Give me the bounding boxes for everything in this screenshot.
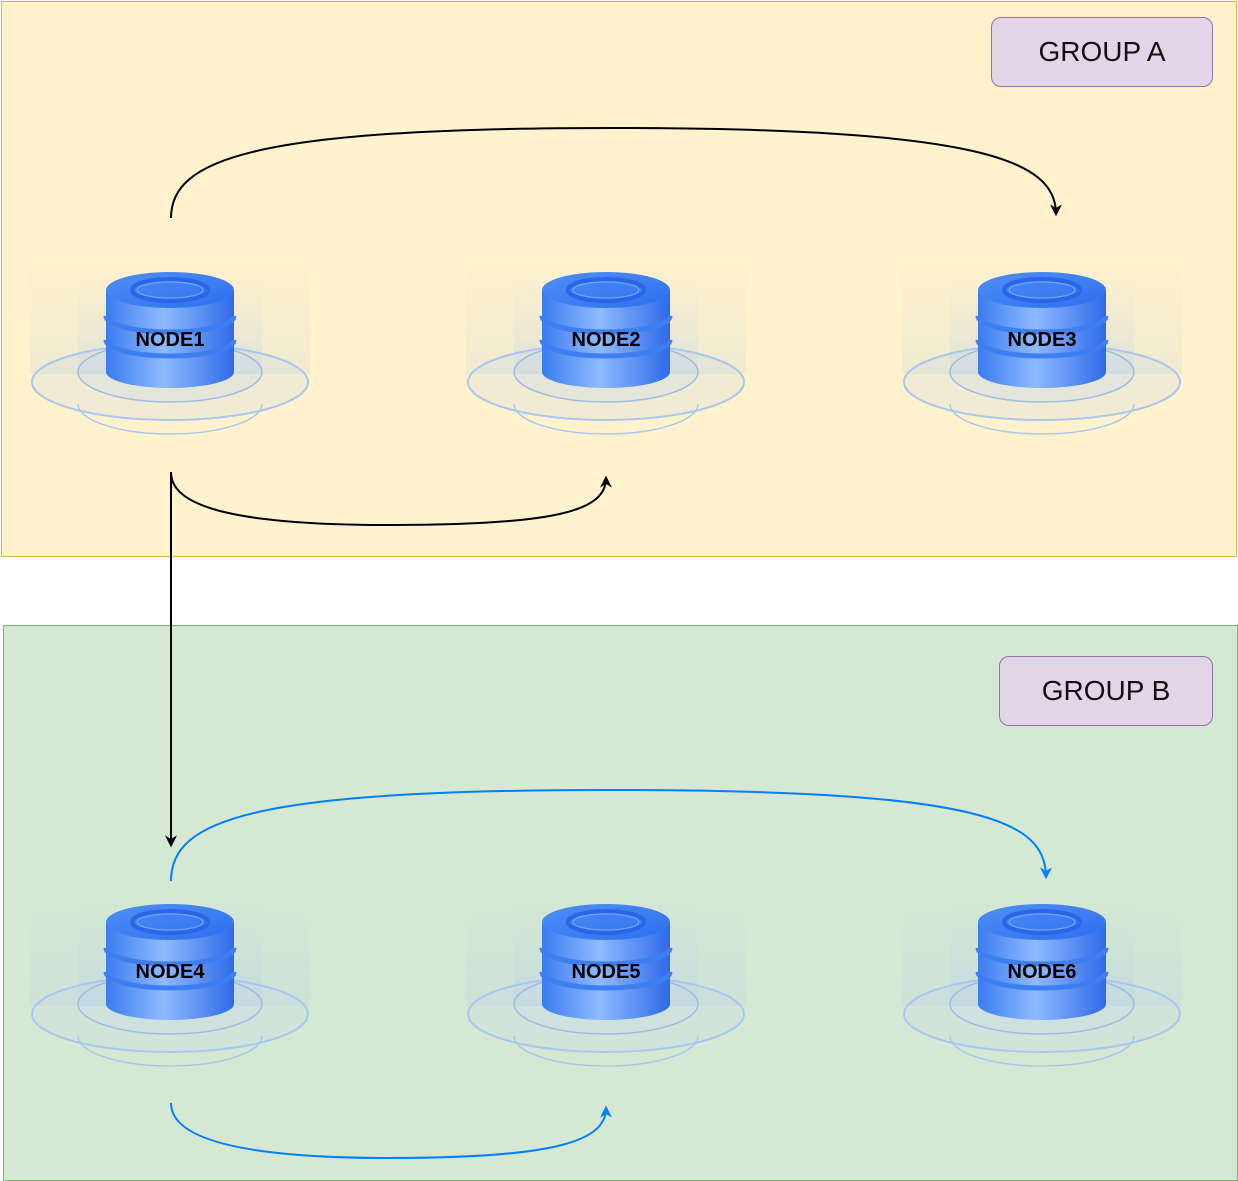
node-label: NODE3 [1008,329,1077,351]
node-base-ring-lower [77,403,263,435]
node-base-ring-lower [513,1035,699,1067]
node-label: NODE4 [136,961,206,983]
edge-node4-node5 [170,1102,612,1160]
node-label: NODE6 [1008,961,1077,983]
node-node6[interactable]: NODE6 [902,886,1182,1067]
node-base-ring-lower [949,403,1135,435]
edge-node1-node3 [170,126,1062,219]
node-label: NODE5 [572,961,641,983]
database-icon [103,272,237,388]
database-icon [103,904,237,1020]
node-label: NODE1 [136,329,205,351]
node-base-ring-lower [513,403,699,435]
database-icon [539,904,673,1020]
node-base-ring-lower [77,1035,263,1067]
node-node4[interactable]: NODE4 [30,886,310,1067]
node-node1[interactable]: NODE1 [30,254,310,435]
node-node2[interactable]: NODE2 [466,254,746,435]
node-node5[interactable]: NODE5 [466,886,746,1067]
database-icon [975,272,1109,388]
database-icon [975,904,1109,1020]
group-a-label: GROUP A [991,17,1213,87]
group-b-label: GROUP B [999,656,1213,726]
node-label: NODE2 [572,329,641,351]
node-node3[interactable]: NODE3 [902,254,1182,435]
node-base-ring-lower [949,1035,1135,1067]
edge-node1-node2 [170,471,612,527]
database-icon [539,272,673,388]
edge-node4-node6 [170,788,1052,882]
